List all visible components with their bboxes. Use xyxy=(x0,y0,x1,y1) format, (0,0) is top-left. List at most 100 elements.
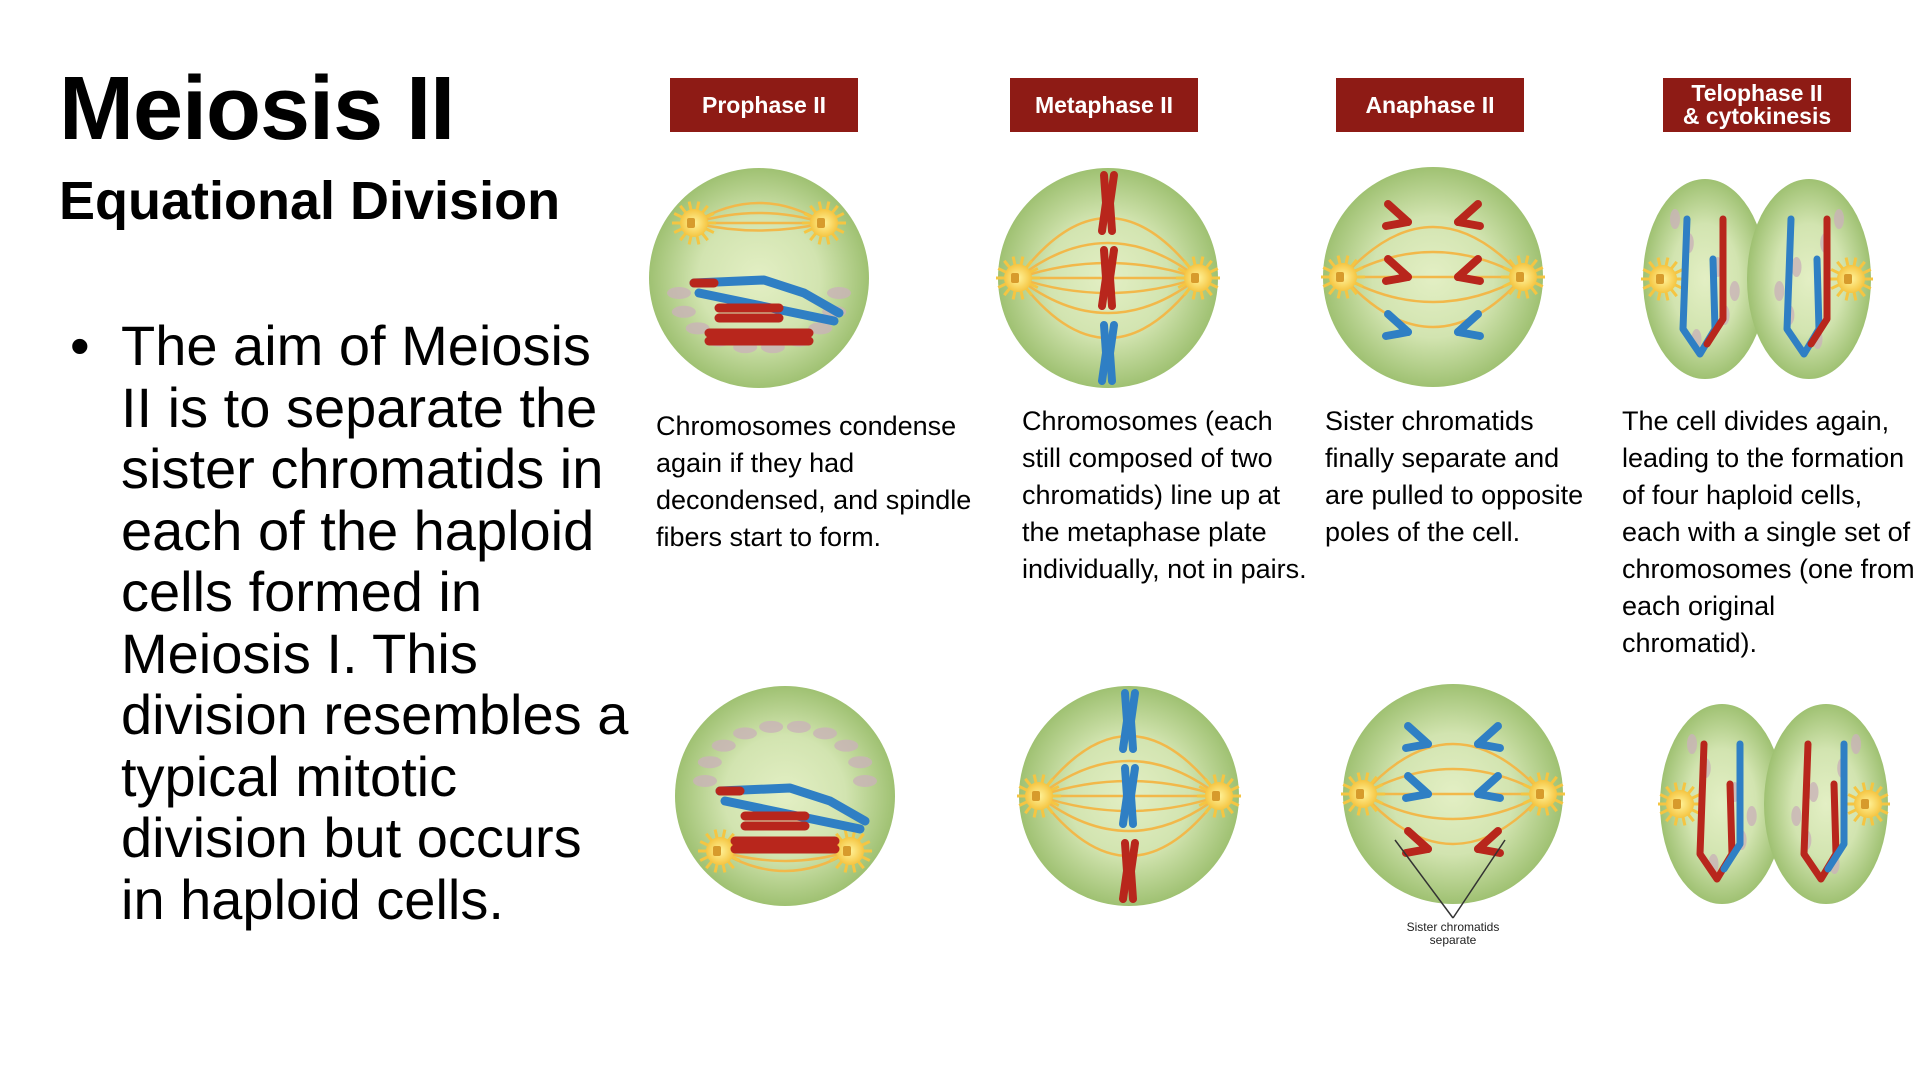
daughter-cell xyxy=(1747,179,1871,379)
centrosome-icon xyxy=(1846,782,1890,826)
chromosome xyxy=(1127,764,1139,828)
chromosome xyxy=(1703,215,1727,348)
desc-prophase-ii: Chromosomes condense again if they had d… xyxy=(656,411,972,552)
centriole xyxy=(1356,789,1364,799)
chromosome xyxy=(1098,171,1110,235)
chromosome xyxy=(1119,689,1131,753)
spindle-fiber xyxy=(1342,225,1524,278)
nuclear-fragment xyxy=(853,775,877,787)
centrosome-icon xyxy=(1197,774,1241,818)
centriole xyxy=(1861,799,1869,809)
nuclear-fragment xyxy=(848,756,873,769)
chromosome xyxy=(1106,321,1118,385)
chromosome xyxy=(1679,215,1719,358)
centrosome-icon xyxy=(1658,782,1702,826)
centrosome-icon xyxy=(1341,772,1385,816)
centriole xyxy=(1673,799,1681,809)
spindle-fiber xyxy=(1038,759,1220,797)
nuclear-fragment xyxy=(786,720,811,733)
centriole xyxy=(1516,272,1524,282)
nuclear-fragment xyxy=(1834,209,1844,229)
annotation-line xyxy=(1394,839,1454,919)
centriole xyxy=(1336,272,1344,282)
centrosome-icon xyxy=(672,201,716,245)
spindle-fiber xyxy=(693,211,825,225)
centrosome-icon xyxy=(1321,255,1365,299)
spindle-fiber xyxy=(1362,793,1544,846)
spindle-fiber xyxy=(1362,792,1544,821)
desc-telophase-ii: The cell divides again, leading to the f… xyxy=(1622,406,1915,658)
chromosome xyxy=(1720,740,1744,873)
cell-metaphase-ii xyxy=(996,168,1220,388)
chromosome xyxy=(1382,218,1412,230)
bullet-icon: • xyxy=(70,314,90,377)
cell-anaphase-ii xyxy=(1321,167,1545,387)
nuclear-fragment xyxy=(697,756,722,769)
chromosome xyxy=(1382,328,1412,340)
daughter-cell xyxy=(1643,179,1767,379)
nuclear-fragment xyxy=(1746,806,1757,826)
nuclear-fragment xyxy=(834,739,859,752)
chromosome xyxy=(1824,740,1848,873)
nuclear-fragment xyxy=(1774,281,1785,301)
spindle-fiber xyxy=(1342,275,1524,304)
page-title: Meiosis II xyxy=(59,59,455,159)
centriole xyxy=(1011,273,1019,283)
centrosome-icon xyxy=(996,256,1040,300)
centrosome-icon xyxy=(698,829,742,873)
desc-metaphase-ii: Chromosomes (each still composed of two … xyxy=(1022,406,1307,584)
nuclear-fragment xyxy=(693,775,717,787)
chromosome xyxy=(1783,215,1823,358)
header-metaphase-ii: Metaphase II xyxy=(1010,78,1198,132)
centriole xyxy=(1536,789,1544,799)
chromosome xyxy=(1696,740,1736,883)
chromosome xyxy=(1807,215,1831,348)
nuclear-fragment xyxy=(1851,734,1861,754)
chromosome xyxy=(1402,790,1432,802)
header-line: & cytokinesis xyxy=(1682,103,1832,129)
chromosome xyxy=(1098,321,1110,385)
chromosome xyxy=(1119,764,1131,828)
nuclear-fragment xyxy=(667,287,691,299)
spindle-fiber xyxy=(1362,742,1544,795)
chromosome xyxy=(1106,246,1118,310)
header-line: Telophase II xyxy=(1691,80,1823,106)
annotation-line1: Sister chromatids xyxy=(1406,920,1500,934)
cell-telophase-ii xyxy=(1641,179,1873,379)
annotation-line xyxy=(1452,839,1506,919)
spindle-fiber xyxy=(1017,277,1199,315)
spindle-fiber xyxy=(1342,276,1524,329)
chromosome xyxy=(1127,689,1139,753)
chromosome xyxy=(1402,845,1432,857)
header-telophase-ii: Telophase II & cytokinesis xyxy=(1663,78,1851,132)
chromosome xyxy=(1454,328,1484,340)
nuclear-fragment xyxy=(808,322,833,335)
centrosome-icon xyxy=(1501,255,1545,299)
centriole xyxy=(687,218,695,228)
nuclear-fragment xyxy=(1687,734,1697,754)
chromosome xyxy=(1454,218,1484,230)
chromosome xyxy=(1127,839,1139,903)
cell-prophase-ii xyxy=(675,686,895,906)
daughter-cell xyxy=(1764,704,1888,904)
centriole xyxy=(843,846,851,856)
centriole xyxy=(1032,791,1040,801)
bullet-item: •The aim of Meiosis II is to separate th… xyxy=(70,315,630,930)
nuclear-fragment xyxy=(1791,806,1802,826)
centrosome-icon xyxy=(1017,774,1061,818)
spindle-fiber xyxy=(1362,767,1544,796)
centriole xyxy=(817,218,825,228)
chromosome xyxy=(1119,839,1131,903)
desc-anaphase-ii: Sister chromatids finally separate and a… xyxy=(1325,406,1584,547)
nuclear-fragment xyxy=(1670,209,1680,229)
cell-telophase-ii xyxy=(1658,704,1890,904)
centrosome-icon xyxy=(1829,257,1873,301)
nuclear-fragment xyxy=(711,739,736,752)
chromosome xyxy=(1800,740,1840,883)
daughter-cell xyxy=(1660,704,1784,904)
bullet-list: •The aim of Meiosis II is to separate th… xyxy=(70,315,630,930)
nuclear-fragment xyxy=(733,727,757,740)
centrosome-icon xyxy=(1641,257,1685,301)
spindle-fiber xyxy=(693,221,825,232)
